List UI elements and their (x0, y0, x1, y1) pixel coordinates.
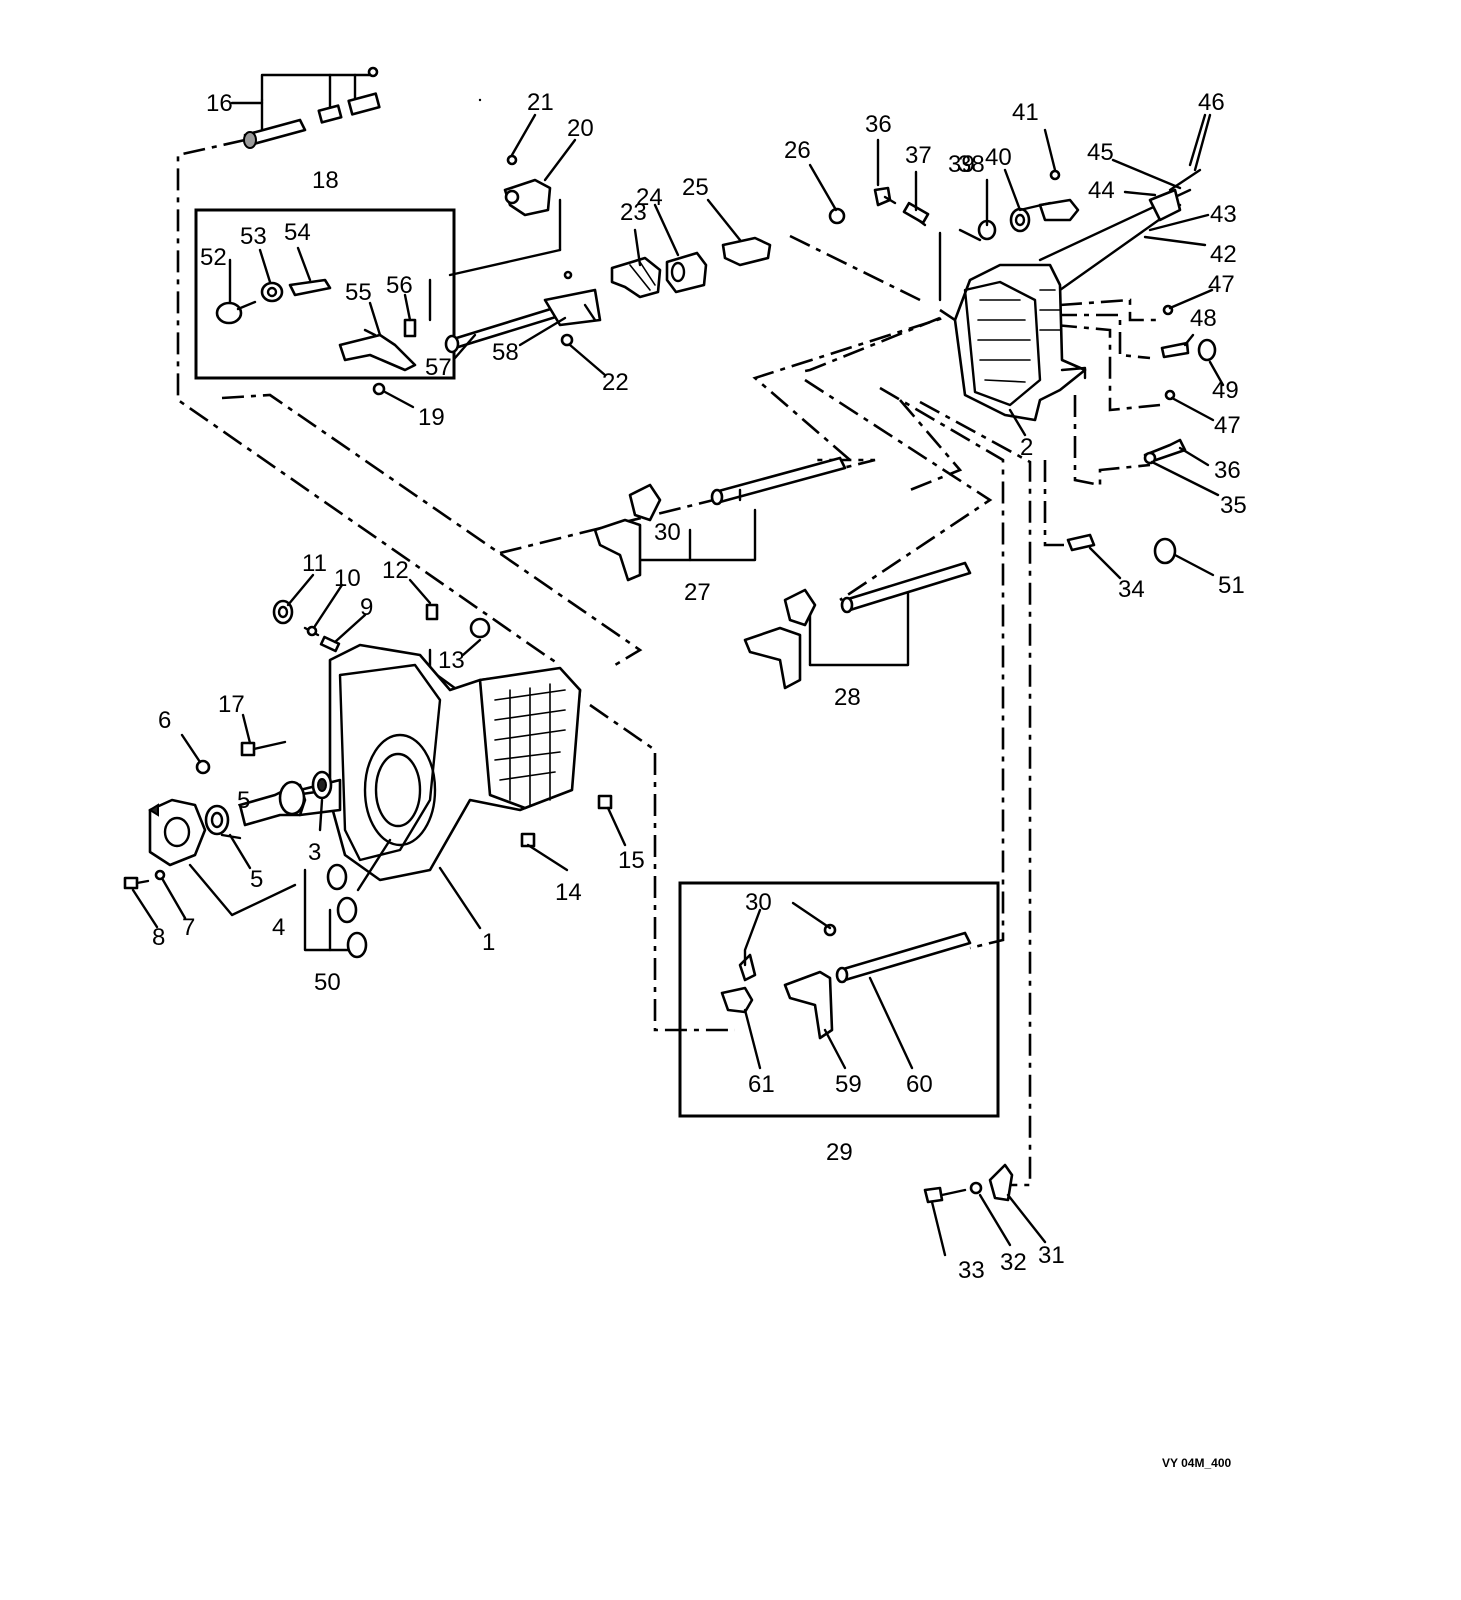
parts-23-26 (612, 209, 844, 297)
transmission-case (260, 645, 580, 880)
housing-hardware (875, 170, 1215, 563)
extension-housing (955, 265, 1085, 420)
callout-49: 49 (1212, 377, 1239, 404)
callout-8: 8 (152, 924, 165, 951)
fork-rail-28 (745, 563, 970, 688)
callout-55: 55 (345, 279, 372, 306)
box-29-parts (722, 925, 970, 1038)
callout-labels: 1 2 3 4 5 5 6 7 8 9 10 11 12 13 14 15 16… (152, 89, 1247, 1470)
callout-13: 13 (438, 647, 465, 674)
callout-34: 34 (1118, 576, 1145, 603)
callout-14: 14 (555, 879, 582, 906)
shift-shaft-16 (244, 68, 379, 148)
callout-19: 19 (418, 404, 445, 431)
callout-47b: 47 (1214, 412, 1241, 439)
callout-27: 27 (684, 579, 711, 606)
callout-47a: 47 (1208, 271, 1235, 298)
parts-20-21 (505, 156, 550, 215)
leader-lines (133, 103, 1223, 1255)
callout-17: 17 (218, 691, 245, 718)
callout-33: 33 (958, 1257, 985, 1284)
callout-1: 1 (482, 929, 495, 956)
callout-2: 2 (1020, 434, 1033, 461)
callout-58: 58 (492, 339, 519, 366)
callout-29: 29 (826, 1139, 853, 1166)
assembly-box-29 (680, 883, 998, 1116)
callout-3: 3 (308, 839, 321, 866)
callout-28: 28 (834, 684, 861, 711)
callout-42: 42 (1210, 241, 1237, 268)
callout-48: 48 (1190, 305, 1217, 332)
callout-44: 44 (1088, 177, 1115, 204)
callout-21: 21 (527, 89, 554, 116)
assembly-box-18 (196, 210, 454, 378)
callout-22: 22 (602, 369, 629, 396)
callout-37: 37 (905, 142, 932, 169)
callout-26: 26 (784, 137, 811, 164)
callout-39: 39 (948, 151, 975, 178)
callout-52: 52 (200, 244, 227, 271)
callout-30a: 30 (654, 519, 681, 546)
callout-61: 61 (748, 1071, 775, 1098)
callout-32: 32 (1000, 1249, 1027, 1276)
callout-31: 31 (1038, 1242, 1065, 1269)
callout-5a: 5 (237, 787, 250, 814)
callout-53: 53 (240, 223, 267, 250)
callout-60: 60 (906, 1071, 933, 1098)
callout-10: 10 (334, 565, 361, 592)
callout-4: 4 (272, 914, 285, 941)
callout-11: 11 (302, 550, 327, 577)
fork-rail-27 (595, 458, 845, 580)
callout-40: 40 (985, 144, 1012, 171)
callout-38: 38 (958, 151, 985, 178)
callout-5b: 5 (250, 866, 263, 893)
callout-46: 46 (1198, 89, 1225, 116)
callout-51: 51 (1218, 572, 1245, 599)
callout-9: 9 (360, 594, 373, 621)
callout-15: 15 (618, 847, 645, 874)
callout-18: 18 (312, 167, 339, 194)
box-18-parts (217, 272, 600, 394)
callout-50: 50 (314, 969, 341, 996)
callout-23: 23 (620, 199, 647, 226)
callout-35: 35 (1220, 492, 1247, 519)
callout-54: 54 (284, 219, 311, 246)
bearing-retainer-parts (125, 761, 331, 888)
case-hardware (242, 601, 611, 957)
callout-59: 59 (835, 1071, 862, 1098)
callout-43: 43 (1210, 201, 1237, 228)
callout-20: 20 (567, 115, 594, 142)
callout-25: 25 (682, 174, 709, 201)
callout-36b: 36 (1214, 457, 1241, 484)
callout-57: 57 (425, 354, 452, 381)
callout-7: 7 (182, 914, 195, 941)
callout-45: 45 (1087, 139, 1114, 166)
callout-16: 16 (206, 90, 233, 117)
callout-24: 24 (636, 184, 663, 211)
callout-6: 6 (158, 707, 171, 734)
callout-56: 56 (386, 272, 413, 299)
parts-31-33 (925, 1165, 1012, 1202)
callout-12: 12 (382, 557, 409, 584)
callout-30b: 30 (745, 889, 772, 916)
drawing-code: VY 04M_400 (1162, 1456, 1231, 1470)
callout-36a: 36 (865, 111, 892, 138)
callout-41: 41 (1012, 99, 1039, 126)
